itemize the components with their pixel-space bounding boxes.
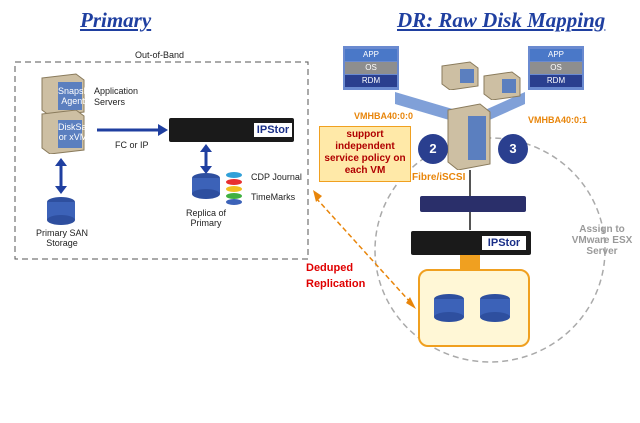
disksafe-label: DiskSafe or xVM	[58, 122, 95, 142]
replication-label: Replication	[306, 278, 366, 290]
cdp-stack-icon	[224, 170, 244, 211]
fc-or-ip-label: FC or IP	[115, 140, 149, 150]
replica-disk-icon	[190, 172, 222, 205]
application-servers-label: Application Servers	[94, 86, 139, 107]
vm-left-app: APP	[345, 49, 397, 61]
badge-left: 2	[418, 134, 448, 164]
esx-host-icon	[446, 102, 492, 175]
vm-left-stack: APP OS RDM	[343, 46, 399, 90]
badge-left-number: 2	[429, 141, 437, 156]
snapshot-agent-label: Snapshot Agent	[58, 86, 97, 106]
primary-ipstor-label: IPStor	[254, 123, 292, 137]
dr-ipstor-label: IPStor	[482, 236, 526, 250]
fc-arrowhead	[158, 124, 168, 136]
out-of-band-label: Out-of-Band	[135, 50, 185, 60]
primary-title: Primary	[80, 8, 152, 32]
replica-label: Replica of Primary	[185, 208, 227, 228]
primary-san-label: Primary SAN Storage	[35, 228, 88, 248]
vm-left-rdm: RDM	[345, 75, 397, 87]
timemarks-label: TimeMarks	[251, 192, 296, 202]
dr-disk-1-icon	[432, 293, 466, 328]
assign-esx-label: Assign to VMware ESX Server	[571, 224, 633, 257]
primary-san-disk-icon	[45, 196, 77, 231]
vm-right-rdm: RDM	[530, 75, 582, 87]
vm-right-stack: APP OS RDM	[528, 46, 584, 90]
cdp-journal-label: CDP Journal	[251, 172, 302, 182]
vm-right-app: APP	[530, 49, 582, 61]
primary-frame	[14, 61, 309, 260]
badge-right-number: 3	[509, 141, 517, 156]
dr-title: DR: Raw Disk Mapping	[397, 8, 606, 32]
badge-right: 3	[498, 134, 528, 164]
deduped-label: Deduped	[306, 262, 354, 274]
vmhba-right-label: VMHBA40:0:1	[528, 115, 588, 125]
vm-left-os: OS	[345, 62, 397, 74]
vm-right-os: OS	[530, 62, 582, 74]
vm-server-icon-2	[482, 70, 522, 105]
dr-disk-2-icon	[478, 293, 512, 328]
application-server-stack	[38, 72, 88, 155]
vmhba-left-label: VMHBA40:0:0	[354, 111, 414, 121]
fibre-iscsi-label: Fibre/iSCSI	[412, 172, 466, 183]
vm-server-icon-1	[440, 60, 480, 95]
policy-callout: support independent service policy on ea…	[319, 126, 411, 182]
fibre-switch	[420, 196, 526, 212]
